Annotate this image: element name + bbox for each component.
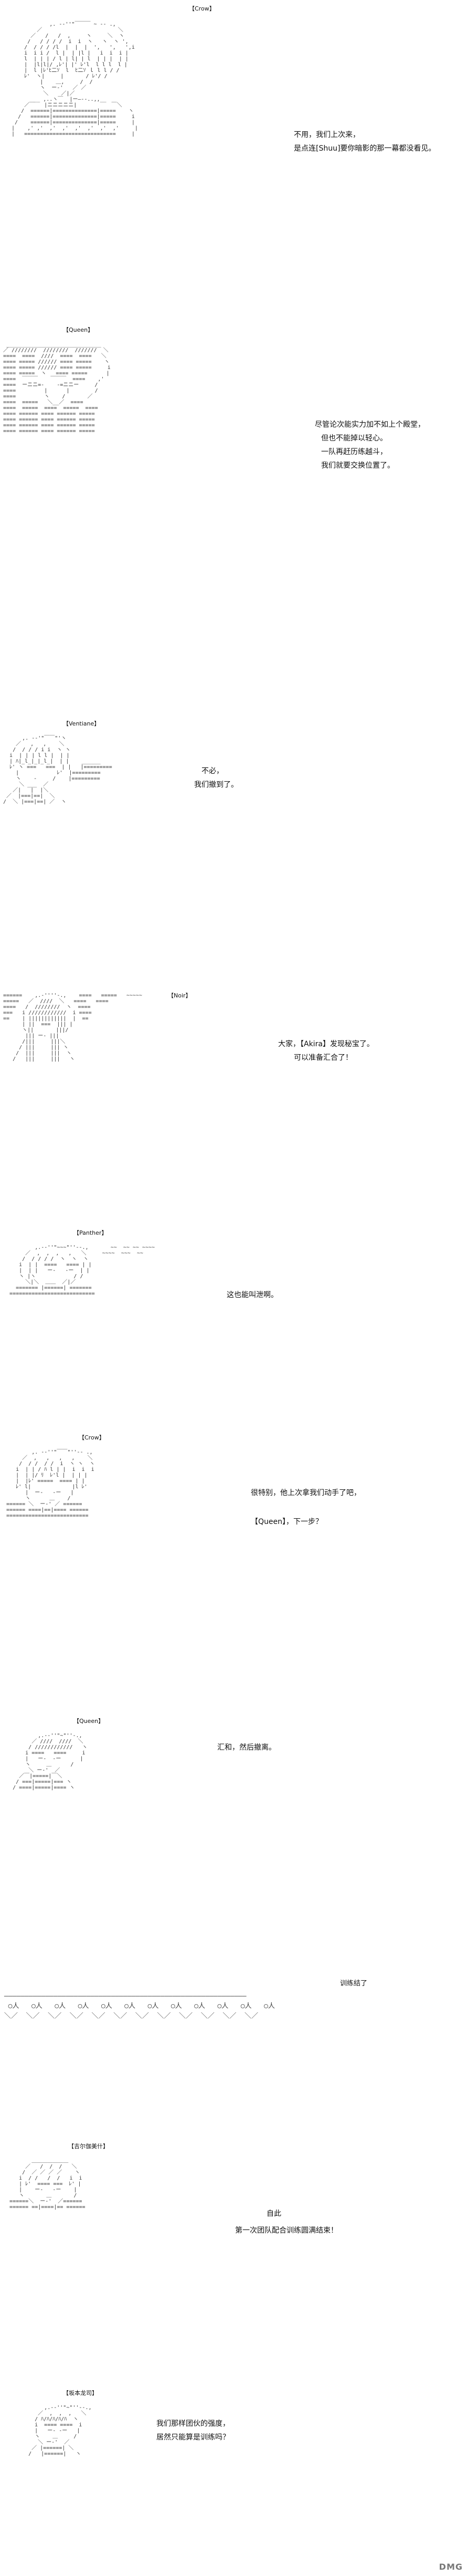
- speaker-tag: 【吉尔伽美什】: [68, 2143, 109, 2150]
- dialogue-line: 尽管论次能实力加不如上个殿堂，: [315, 420, 425, 429]
- dialogue-line: 居然只能算是训练吗？: [156, 2433, 230, 2442]
- ascii-art-figure: ______________________________ ／ ///////…: [3, 342, 111, 434]
- ascii-art-figure: ,.-‐''"~"''‐-., ／ , , , ＼ / ﾊ/ﾊ/ﾊ/ﾊ/ﾊ ヽ …: [28, 2405, 92, 2457]
- dialogue-line: 第一次团队配合训练圆满结束！: [235, 2226, 338, 2235]
- panel-8: 【吉尔伽美什】 ＿＿＿＿＿＿＿ ／ / / / ＼ / ／ ／ ／ ／ ヽ i …: [0, 2142, 467, 2389]
- dialogue-line: 【Queen】，下一步？: [251, 1518, 323, 1526]
- dialogue-line: 自此: [267, 2210, 281, 2218]
- dialogue-line: 很特别，他上次拿我们动手了吧，: [251, 1489, 361, 1497]
- ascii-art-figure: ,. -‐'"￣￣"'ヽ ／ , , ＼ / / / / i i ヽ ヽ i |…: [3, 735, 112, 805]
- dialogue-line: 我们就要交换位置了。: [321, 461, 395, 470]
- dialogue-line: 汇和，然后撤离。: [217, 1743, 276, 1752]
- panel-2: 【Queen】 ______________________________ ／…: [0, 325, 467, 693]
- speaker-tag: 【Queen】: [63, 327, 94, 333]
- speaker-tag: 【Panther】: [73, 1229, 108, 1236]
- watermark-logo: DMG: [439, 2562, 463, 2572]
- dialogue-line: 大家，【Akira】发现秘宝了。: [278, 1040, 374, 1048]
- panel-5: 【Panther】 ,.-‐''"~~~"''‐-., ~~ ~~ ~~ ~~~…: [0, 1228, 467, 1428]
- dialogue-line: 一队再赶历练越斗，: [321, 448, 387, 456]
- speaker-tag: 【Crow】: [79, 1434, 105, 1441]
- speaker-tag: 【坂本龙司】: [63, 2390, 98, 2396]
- panel-6: 【Crow】 ,. -‐''"￣￣"''‐- ., ／ , , , , ＼ / …: [0, 1433, 467, 1696]
- panel-1: 【Crow】 ,. -‐''"￣￣￣ ~ ‐- ., ／ ＼ ／ / / , ヽ…: [0, 0, 467, 315]
- dialogue-line: 我们撤到了。: [194, 781, 238, 789]
- ascii-art-figure: ,. -‐''"￣￣￣ ~ ‐- ., ／ ＼ ／ / / , ヽ ＼ ヽ / …: [12, 22, 138, 137]
- ascii-art-figure: ,.-‐''"~~~"''‐-., ~~ ~~ ~~ ~~~~ ／ , , , …: [9, 1245, 155, 1297]
- panel-9: 【坂本龙司】 ,.-‐''"~"''‐-., ／ , , , ＼ / ﾊ/ﾊ/ﾊ…: [0, 2389, 467, 2576]
- dialogue-line: 这也能叫泄啊。: [227, 1291, 278, 1299]
- panel-4: 【Noir】 ====== ,.-''''-., ==== ===== ~~~~…: [0, 987, 467, 1213]
- dialogue-line: 可以准备汇合了！: [294, 1054, 353, 1062]
- dialogue-line: 是点连[Shuu]要你暗影的那一幕都没看见。: [294, 144, 436, 153]
- panel-3: 【Ventiane】 ,. -‐'"￣￣"'ヽ ／ , , ＼ / / / / …: [0, 719, 467, 929]
- dialogue-line: 我们那样团伙的强度，: [156, 2420, 230, 2428]
- speaker-tag: 【Queen】: [73, 1718, 104, 1725]
- ascii-art-figure: ＿＿＿＿＿＿＿ ／ / / / ＼ / ／ ／ ／ ／ ヽ i / / / / …: [9, 2158, 86, 2210]
- speaker-tag: 【Ventiane】: [63, 720, 100, 727]
- panel-7: 【Queen】 ,.-‐''"~"''-., ／ //// //// ＼ / /…: [0, 1717, 467, 1969]
- speaker-tag: 【Crow】: [189, 5, 215, 12]
- dialogue-line: 但也不能掉以轻心。: [321, 434, 387, 443]
- speaker-tag: 【Noir】: [168, 992, 192, 999]
- dialogue-line: 不必，: [201, 767, 224, 775]
- ascii-art-figure: ,.-‐''"~"''-., ／ //// //// ＼ / /////////…: [13, 1733, 88, 1791]
- divider-label: 训练结了: [340, 1980, 368, 1988]
- dialogue-line: 不用，我们上次来，: [294, 131, 360, 139]
- ascii-art-figure: ====== ,.-''''-., ==== ===== ~~~~~ =====…: [3, 993, 142, 1062]
- scene-divider: ――――――――――――――――――――――――――――――――――――――――…: [4, 1992, 275, 2020]
- ascii-art-figure: ,. -‐''"￣￣"''‐- ., ／ , , , , ＼ / / / / /…: [6, 1449, 95, 1519]
